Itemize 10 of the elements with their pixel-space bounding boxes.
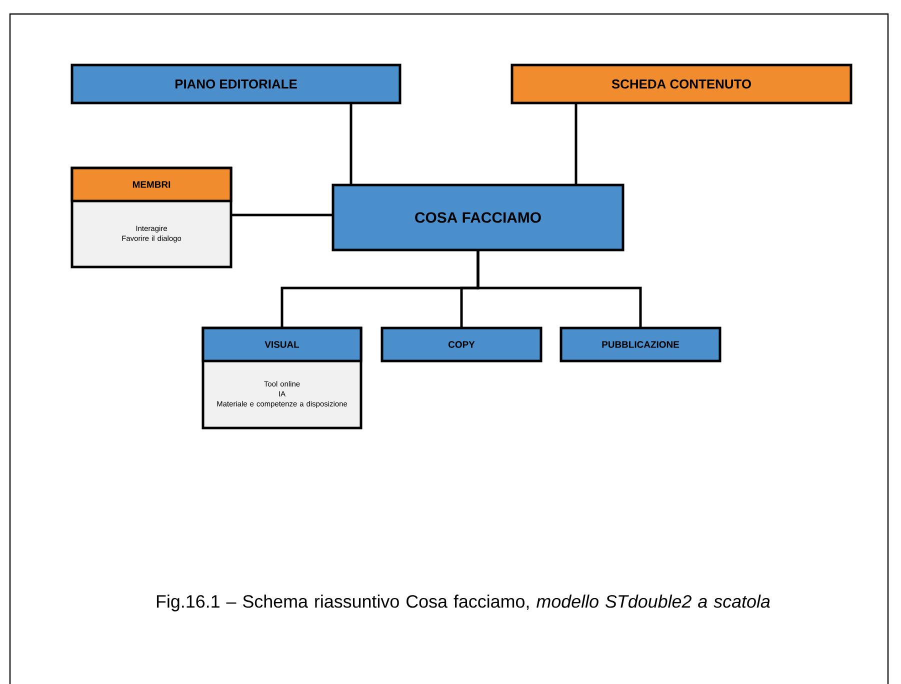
box: COPY xyxy=(380,326,542,362)
connector-line xyxy=(231,214,333,216)
box: PUBBLICAZIONE xyxy=(560,326,722,362)
box: SCHEDA CONTENUTO xyxy=(510,64,852,104)
connector-line xyxy=(350,103,352,185)
connector-line xyxy=(476,250,642,328)
box: PIANO EDITORIALE xyxy=(70,64,402,104)
connector-line xyxy=(574,103,578,185)
box: COSA FACCIAMO xyxy=(332,184,624,252)
figure-caption: Fig.16.1 – Schema riassuntivo Cosa facciamo, modello STdouble2 a scatola xyxy=(156,594,770,612)
